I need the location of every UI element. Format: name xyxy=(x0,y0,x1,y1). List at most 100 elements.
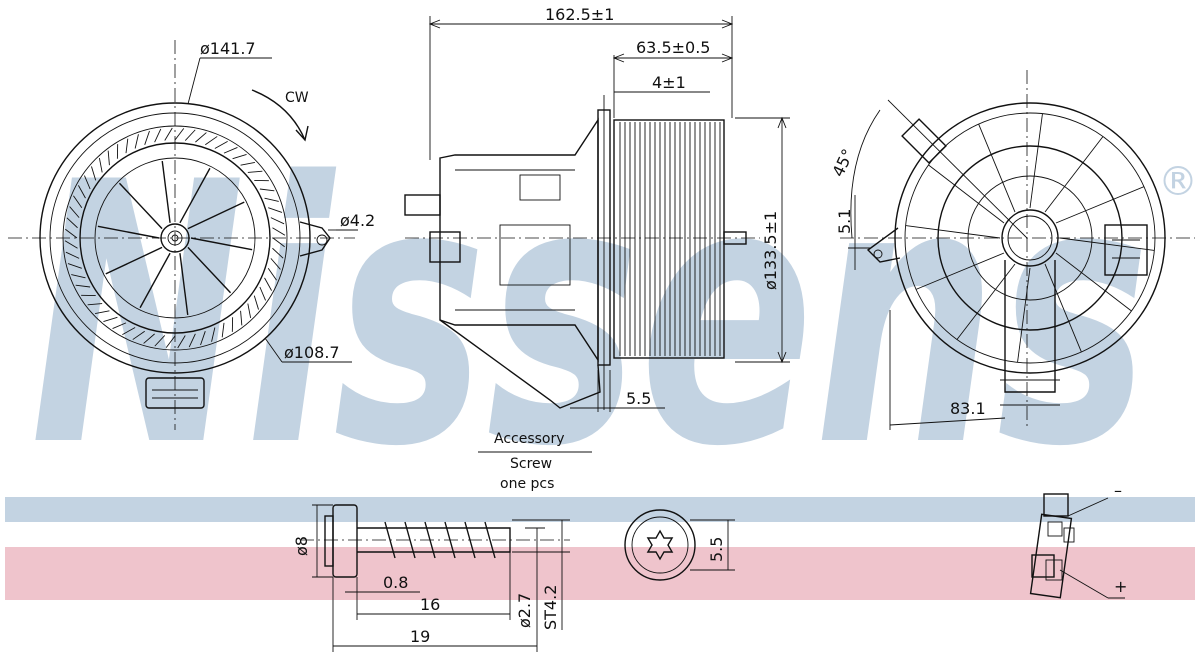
housing-rib xyxy=(1029,113,1043,209)
thread-crest xyxy=(484,521,496,559)
accessory-title: Accessory xyxy=(494,431,565,447)
core-diameter-label: ø2.7 xyxy=(515,593,534,628)
motor-spoke xyxy=(179,167,211,224)
wheel-blade xyxy=(154,128,162,143)
motor-spoke xyxy=(179,253,189,316)
wheel-blade xyxy=(78,185,86,199)
wheel-blade xyxy=(71,274,86,279)
wheel-blade xyxy=(247,303,252,318)
connector-drawing xyxy=(1029,493,1125,599)
radius-label: 83.1 xyxy=(950,399,986,418)
accessory-quantity: one pcs xyxy=(500,476,554,492)
wheel-blade xyxy=(272,237,285,248)
wheel-blade xyxy=(164,127,173,141)
rear-offset-label: 5.1 xyxy=(835,209,854,234)
wheel-blade xyxy=(132,330,145,340)
motor-spoke xyxy=(161,160,171,223)
wheel-blade xyxy=(122,327,136,335)
plus-terminal-label: + xyxy=(1114,577,1127,596)
wheel-blade xyxy=(188,333,196,348)
wheel-blade xyxy=(75,284,91,288)
wheel-blade xyxy=(98,158,103,173)
wheel-blade xyxy=(184,129,196,141)
wheel-blade xyxy=(211,327,216,342)
hole-diameter-label: ø4.2 xyxy=(340,211,375,230)
motor-spoke xyxy=(187,246,232,294)
outer-diameter-label: ø141.7 xyxy=(200,39,256,58)
side-view xyxy=(404,16,790,412)
housing-rib xyxy=(1055,252,1132,312)
thread-size-label: ST4.2 xyxy=(541,585,560,630)
motor-spoke xyxy=(97,225,160,239)
housing-rib xyxy=(928,164,1005,224)
wheel-blade xyxy=(272,247,284,259)
total-length-label: 162.5±1 xyxy=(545,5,614,24)
motor-spoke xyxy=(105,246,163,275)
wheel-blade xyxy=(264,197,279,202)
wheel-blade xyxy=(91,166,97,181)
wheel-blade xyxy=(143,333,155,344)
thread-length-label: 16 xyxy=(420,595,440,614)
wheel-blade xyxy=(240,161,255,166)
housing-rib xyxy=(1017,267,1031,363)
flange-label: 5.5 xyxy=(626,389,651,408)
housing-rib xyxy=(1059,237,1155,251)
wheel-blade xyxy=(177,335,186,349)
front-view xyxy=(8,40,358,430)
offset-label: 4±1 xyxy=(652,73,686,92)
brand-watermark: Nissens xyxy=(30,106,1150,525)
wheel-blade xyxy=(270,258,281,270)
wheel-blade xyxy=(259,286,266,301)
total-length-screw-label: 19 xyxy=(410,627,430,646)
wheel-blade xyxy=(200,331,206,346)
wheel-blade xyxy=(247,170,263,173)
accessory-item: Screw xyxy=(510,456,552,472)
housing-rib xyxy=(905,225,1001,239)
wheel-blade xyxy=(174,128,185,141)
wheel-blade xyxy=(65,251,80,259)
wheel-blade xyxy=(267,268,277,281)
inner-diameter-label: ø108.7 xyxy=(284,343,340,362)
torx-drive xyxy=(646,529,674,561)
wheel-blade xyxy=(221,322,225,338)
wheel-blade xyxy=(232,154,247,160)
wheel-blade xyxy=(84,175,91,190)
housing-rib xyxy=(1055,186,1145,224)
motor-spoke xyxy=(187,201,245,230)
wheel-blade xyxy=(64,240,78,249)
wheel-blade xyxy=(259,188,275,192)
screw-drawing xyxy=(300,504,735,652)
wheel-blade xyxy=(69,206,80,218)
wheel-blade xyxy=(165,335,176,348)
housing-rib xyxy=(978,123,1016,213)
wheel-blade xyxy=(154,335,166,347)
rotation-label: CW xyxy=(285,90,309,106)
wheel-blade xyxy=(73,195,83,208)
wheel-blade xyxy=(253,295,259,310)
wheel-blade xyxy=(67,263,82,269)
wheel-blade xyxy=(268,207,283,213)
wheel-blade xyxy=(87,303,103,306)
pink-band xyxy=(5,547,1195,600)
wheel-blade xyxy=(112,322,127,329)
wheel-blade xyxy=(107,150,110,166)
wheel-blade xyxy=(195,132,207,143)
wheel-blade xyxy=(66,217,78,229)
head-diameter-label: ø8 xyxy=(292,536,311,556)
wheel-blade xyxy=(264,277,272,291)
registered-mark: ® xyxy=(1158,159,1198,205)
wheel-blade xyxy=(272,227,286,236)
rear-view xyxy=(840,70,1195,430)
housing-rib xyxy=(1044,136,1104,213)
wheel-length-label: 63.5±0.5 xyxy=(636,38,710,57)
wheel-blade xyxy=(240,310,243,326)
wheel-blade xyxy=(214,141,228,149)
wheel-blade xyxy=(103,316,118,322)
housing-rib xyxy=(1044,263,1082,353)
drive-size-label: 5.5 xyxy=(707,537,726,562)
blue-band xyxy=(5,497,1195,522)
wheel-diameter-label: ø133.5±1 xyxy=(761,211,780,290)
housing-rib xyxy=(915,252,1005,290)
wheel-blade xyxy=(125,138,129,154)
